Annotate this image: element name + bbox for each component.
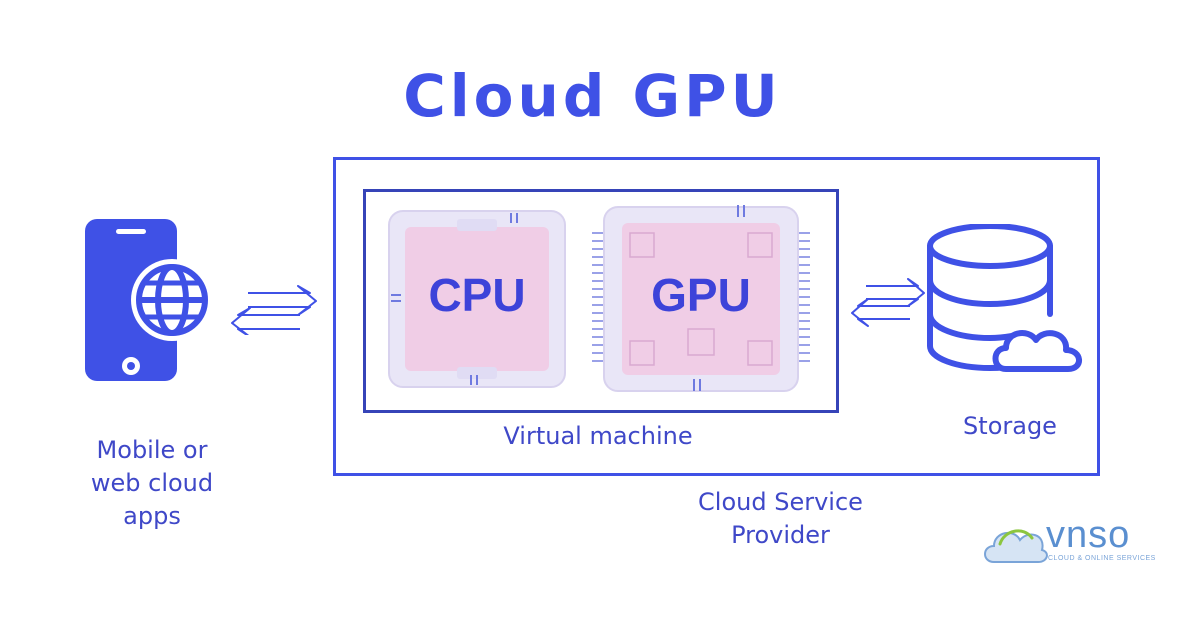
cpu-chip-icon: [388, 210, 566, 388]
virtual-machine-box: [363, 189, 839, 413]
cloud-service-provider-label: Cloud Service Provider: [698, 488, 863, 549]
left-exchange-arrows-icon: [231, 285, 317, 335]
mobile-apps-label: Mobile or web cloud apps: [90, 436, 214, 530]
vnso-logo-name: vnso: [1046, 514, 1131, 556]
gpu-chip-icon: [592, 205, 810, 392]
cpu-label: CPU: [428, 269, 526, 321]
virtual-machine-label: Virtual machine: [503, 422, 693, 450]
cloud-service-provider-box: [333, 157, 1100, 476]
diagram-title: Cloud GPU: [403, 62, 782, 130]
vnso-logo-tagline: CLOUD & ONLINE SERVICES: [1048, 555, 1156, 562]
mobile-globe-icon: [85, 219, 213, 381]
gpu-label: GPU: [651, 269, 751, 321]
storage-database-cloud-icon: [927, 224, 1082, 372]
right-exchange-arrows-icon: [851, 278, 925, 327]
vnso-logo-icon: [984, 529, 1048, 563]
storage-label: Storage: [963, 412, 1057, 440]
